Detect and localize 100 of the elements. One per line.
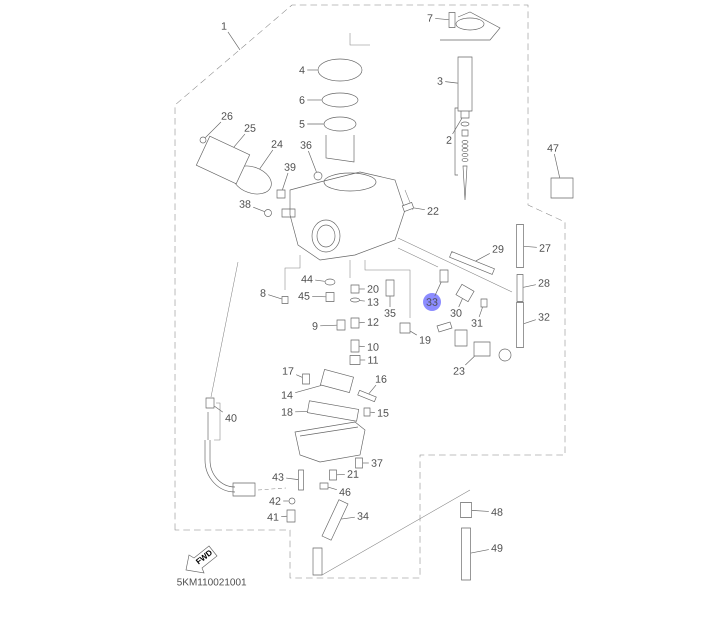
leader-line <box>434 282 442 296</box>
leader-line <box>434 18 449 20</box>
callout-number: 32 <box>538 313 550 321</box>
part-drawing <box>322 499 348 541</box>
leader-line <box>280 516 287 517</box>
callout-number: 29 <box>492 245 504 253</box>
part-drawing <box>264 209 272 217</box>
leader-line <box>359 300 366 302</box>
callout-number: 18 <box>282 408 292 416</box>
callout-number: 31 <box>471 319 482 327</box>
part-drawing <box>206 398 214 408</box>
part-drawing <box>402 202 414 212</box>
leader-line <box>340 516 356 520</box>
callout-number: 21 <box>348 470 358 478</box>
part-drawing <box>448 12 456 28</box>
callout-number: 4 <box>299 66 305 74</box>
callout-number: 34 <box>357 512 369 520</box>
callout-number: 15 <box>378 409 388 417</box>
callout-number: 39 <box>284 163 296 171</box>
part-drawing <box>350 318 360 328</box>
part-drawing <box>355 458 363 468</box>
callout-number: 3 <box>437 77 442 85</box>
part-drawing <box>449 251 495 275</box>
part-drawing <box>474 342 490 356</box>
callout-number: 27 <box>540 244 550 252</box>
callout-number: 40 <box>225 414 237 422</box>
part-drawing <box>320 482 328 490</box>
leader-line <box>370 412 376 413</box>
leader-line <box>458 298 463 308</box>
leader-line <box>296 374 302 378</box>
part-drawing <box>516 274 524 302</box>
callout-number: 41 <box>267 513 278 521</box>
part-drawing <box>326 292 334 302</box>
part-drawing <box>440 270 448 282</box>
callout-number: 37 <box>371 459 382 467</box>
part-drawing <box>350 340 360 352</box>
leader-line <box>336 474 346 476</box>
leader-line <box>524 319 536 324</box>
part-drawing <box>480 298 488 308</box>
callout-number: 8 <box>260 289 266 297</box>
part-drawing <box>322 92 358 108</box>
part-drawing <box>288 498 296 504</box>
leader-line <box>234 134 246 148</box>
callout-number: 44 <box>301 275 313 283</box>
leader-line <box>205 122 222 138</box>
callout-number: 1 <box>222 22 226 30</box>
part-drawing <box>276 190 286 198</box>
callout-number: 2 <box>446 136 452 144</box>
part-drawing <box>329 470 337 480</box>
part-drawing <box>364 408 370 416</box>
leader-line <box>282 172 288 190</box>
leader-line <box>320 324 337 326</box>
leader-line <box>444 81 458 84</box>
leader-line <box>475 253 490 262</box>
callout-number: 33 <box>423 293 441 311</box>
part-drawing <box>400 322 410 334</box>
part-drawing <box>314 172 322 180</box>
callout-number: 36 <box>300 141 312 149</box>
part-drawing <box>200 136 206 144</box>
leader-line <box>359 346 366 347</box>
part-drawing <box>350 284 360 294</box>
leader-line <box>286 478 298 480</box>
callout-number: 12 <box>368 318 378 326</box>
part-drawing <box>320 368 354 393</box>
leader-line <box>523 284 536 288</box>
callout-number: 30 <box>450 309 462 317</box>
part-drawing <box>357 390 377 402</box>
leader-line <box>228 32 240 50</box>
leader-line <box>294 385 322 394</box>
callout-number: 22 <box>428 207 438 215</box>
part-drawing <box>324 116 356 132</box>
callout-number: 9 <box>312 322 318 330</box>
callout-number: 25 <box>244 124 256 132</box>
leader-line <box>478 307 483 318</box>
leader-line <box>328 486 338 490</box>
leader-line <box>268 294 282 300</box>
part-drawing <box>386 280 394 296</box>
leader-line <box>410 330 418 336</box>
part-drawing <box>324 278 336 286</box>
callout-number: 24 <box>272 140 283 148</box>
leader-line <box>472 510 490 512</box>
leader-line <box>362 462 370 464</box>
callout-number: 10 <box>368 343 379 351</box>
part-drawing <box>196 136 250 184</box>
part-drawing <box>350 355 360 365</box>
part-drawing <box>318 58 362 82</box>
leader-line <box>470 549 490 554</box>
part-drawing <box>336 320 346 330</box>
leader-line <box>312 296 326 298</box>
part-drawing <box>286 510 296 522</box>
callout-number: 16 <box>376 375 386 383</box>
callout-number: 47 <box>547 144 558 152</box>
leader-line <box>252 206 265 212</box>
part-drawing <box>350 298 360 302</box>
callout-number: 13 <box>368 298 378 306</box>
leader-line <box>282 500 289 502</box>
leader-line <box>554 154 560 178</box>
leader-line <box>464 356 475 366</box>
callout-number: 19 <box>420 336 430 344</box>
callout-number: 38 <box>239 200 250 208</box>
